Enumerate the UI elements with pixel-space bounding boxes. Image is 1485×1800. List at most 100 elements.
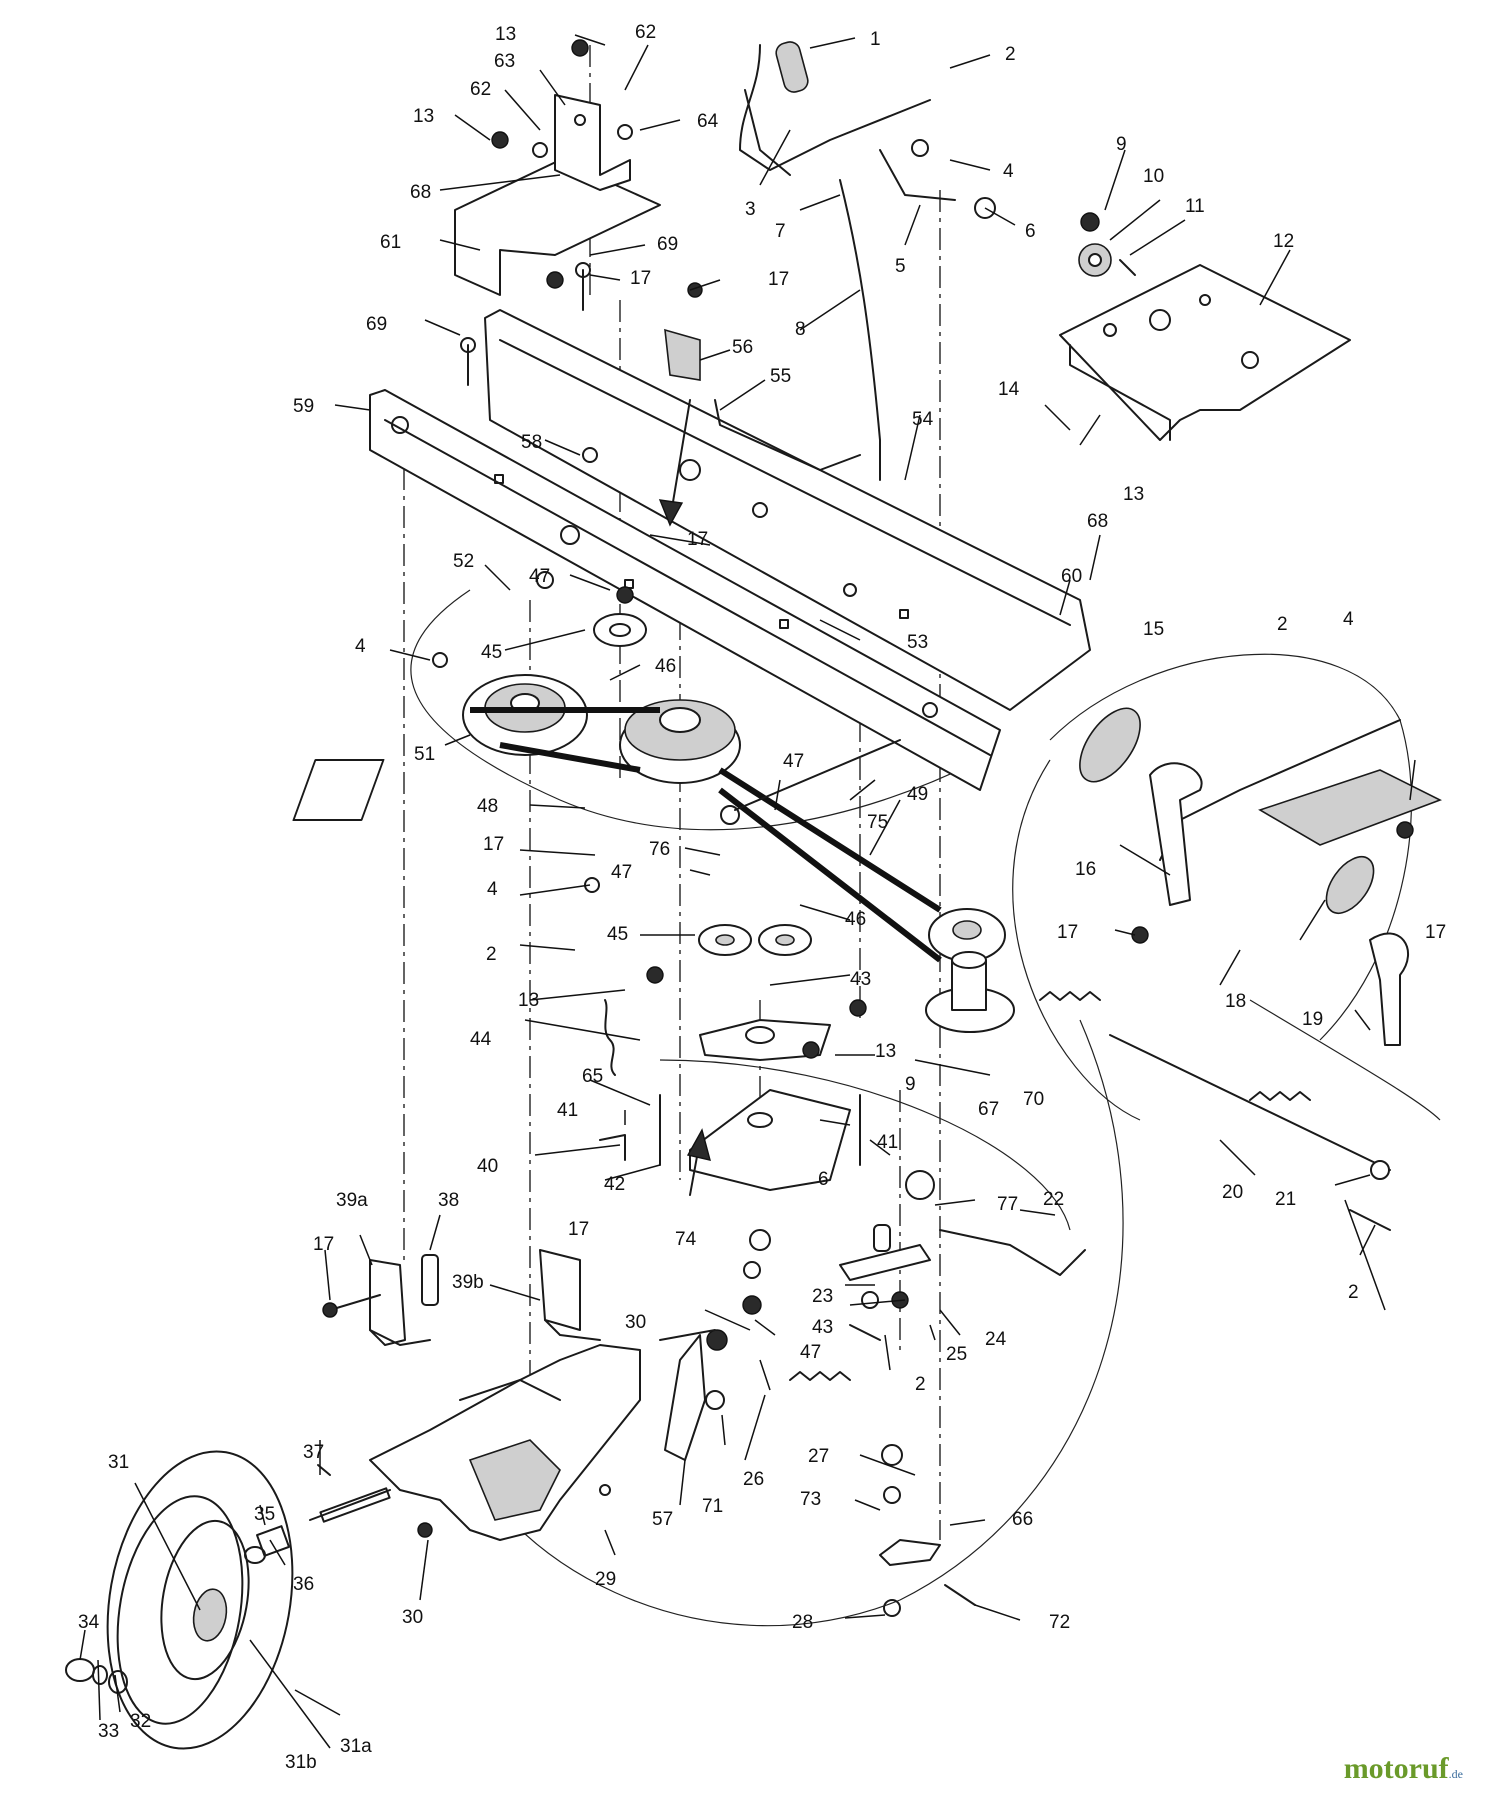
callout-71: 71 — [702, 1496, 723, 1517]
callout-54: 54 — [912, 409, 934, 430]
frame-rails — [369, 309, 1091, 791]
callout-28: 28 — [792, 1612, 813, 1633]
callout-5: 5 — [895, 256, 906, 277]
callout-73: 73 — [800, 1489, 821, 1510]
callout-43b: 43 — [812, 1317, 833, 1338]
callout-7: 7 — [775, 221, 786, 242]
callout-13a: 13 — [495, 24, 516, 45]
callout-52: 52 — [453, 551, 474, 572]
callout-35: 35 — [254, 1504, 275, 1525]
callout-69b: 69 — [366, 314, 387, 335]
callout-61: 61 — [380, 232, 401, 253]
callout-44: 44 — [470, 1029, 492, 1050]
callout-18: 18 — [1225, 991, 1246, 1012]
callout-25: 25 — [946, 1344, 967, 1365]
assembly-arrows — [658, 399, 711, 1196]
callout-15: 15 — [1143, 619, 1164, 640]
callout-76: 76 — [649, 839, 670, 860]
bracket-61 — [454, 39, 703, 386]
callout-11: 11 — [1185, 196, 1205, 217]
callout-13d: 13 — [875, 1041, 896, 1062]
callout-38: 38 — [438, 1190, 459, 1211]
callout-66: 66 — [1012, 1509, 1033, 1530]
callout-19: 19 — [1302, 1009, 1323, 1030]
callout-42: 42 — [604, 1174, 625, 1195]
callout-45b: 45 — [607, 924, 628, 945]
callout-4d: 4 — [1343, 609, 1354, 630]
callout-39a: 39a — [336, 1190, 368, 1211]
callout-48: 48 — [477, 796, 498, 817]
callout-2: 2 — [1005, 44, 1016, 65]
callout-46b: 46 — [845, 909, 866, 930]
wheel-31 — [65, 1450, 331, 1750]
callout-55: 55 — [770, 366, 791, 387]
callout-2e: 2 — [1348, 1282, 1359, 1303]
callout-58: 58 — [521, 432, 542, 453]
callout-3: 3 — [745, 199, 756, 220]
idler-bracket-group — [584, 877, 1015, 1191]
callout-4c: 4 — [487, 879, 498, 900]
callout-59: 59 — [293, 396, 314, 417]
callout-13: 13 — [1123, 484, 1144, 505]
callout-68a: 68 — [410, 182, 431, 203]
callout-47a: 47 — [529, 566, 550, 587]
callout-31b: 31b — [285, 1752, 317, 1773]
watermark: motoruf.de — [1344, 1752, 1463, 1786]
callout-56: 56 — [732, 337, 753, 358]
callout-17b: 17 — [768, 269, 789, 290]
transaxle-29 — [309, 1329, 716, 1541]
callout-68b: 68 — [1087, 511, 1108, 532]
callout-57: 57 — [652, 1509, 673, 1530]
callout-17f: 17 — [313, 1234, 334, 1255]
reference-curves — [410, 589, 1441, 1627]
callout-17: 17 — [1425, 922, 1446, 943]
callout-2d: 2 — [915, 1374, 926, 1395]
callout-leaders — [79, 34, 1416, 1749]
callout-10: 10 — [1143, 166, 1164, 187]
callout-22: 22 — [1043, 1189, 1064, 1210]
callout-2c: 2 — [486, 944, 497, 965]
callout-17a: 17 — [630, 268, 651, 289]
callout-1: 1 — [870, 29, 881, 50]
callout-17e: 17 — [1057, 922, 1078, 943]
callout-67: 67 — [978, 1099, 999, 1120]
callout-33: 33 — [98, 1721, 119, 1742]
pulley-and-belt — [292, 571, 1006, 963]
callout-39b: 39b — [452, 1272, 484, 1293]
callout-70: 70 — [1023, 1089, 1044, 1110]
callout-17d: 17 — [483, 834, 504, 855]
callout-4: 4 — [1003, 161, 1014, 182]
callout-40: 40 — [477, 1156, 498, 1177]
callout-53: 53 — [907, 632, 928, 653]
callout-34: 34 — [78, 1612, 100, 1633]
callout-16: 16 — [1075, 859, 1096, 880]
callout-9b: 9 — [905, 1074, 916, 1095]
callout-62b: 62 — [470, 79, 491, 100]
callout-72: 72 — [1049, 1612, 1070, 1633]
callout-9: 9 — [1116, 134, 1127, 155]
callout-26: 26 — [743, 1469, 764, 1490]
callout-12: 12 — [1273, 231, 1294, 252]
callout-47b: 47 — [783, 751, 804, 772]
callout-6: 6 — [1025, 221, 1036, 242]
callout-14: 14 — [998, 379, 1020, 400]
callout-30: 30 — [402, 1607, 423, 1628]
callout-13c: 13 — [518, 990, 539, 1011]
callout-30b: 30 — [625, 1312, 646, 1333]
callout-43a: 43 — [850, 969, 871, 990]
callout-36: 36 — [293, 1574, 314, 1595]
callout-41b: 41 — [877, 1132, 898, 1153]
linkage-group — [664, 1170, 1086, 1617]
callout-23: 23 — [812, 1286, 833, 1307]
callout-65: 65 — [582, 1066, 603, 1087]
callout-41a: 41 — [557, 1100, 578, 1121]
brackets-39 — [322, 1249, 601, 1346]
callout-49: 49 — [907, 784, 928, 805]
watermark-brand: motoruf — [1343, 1752, 1449, 1785]
callout-47c: 47 — [611, 862, 632, 883]
callout-74: 74 — [675, 1229, 697, 1250]
callout-64: 64 — [697, 111, 719, 132]
callout-2b: 2 — [1277, 614, 1288, 635]
callout-13b: 13 — [413, 106, 434, 127]
watermark-tld: .de — [1448, 1767, 1463, 1781]
